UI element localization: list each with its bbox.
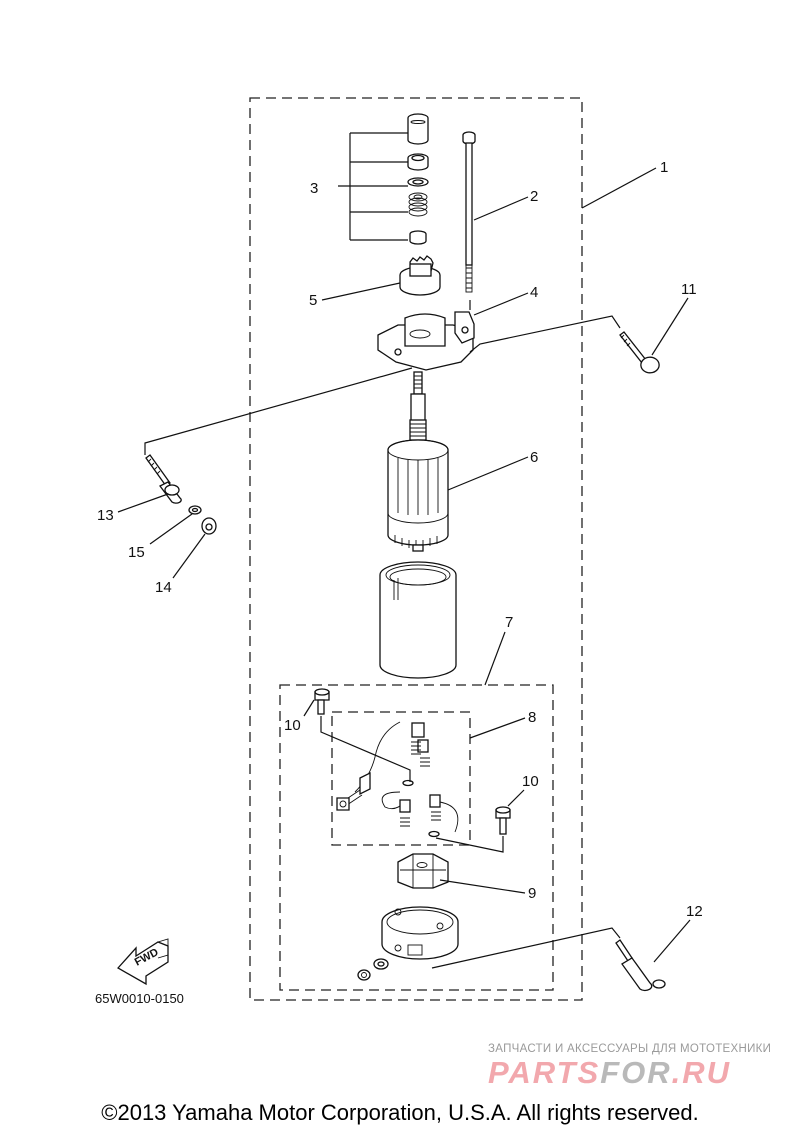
callout-10-upper: 10 [284,699,315,734]
callout-11: 11 [651,281,697,356]
callout-15: 15 [128,513,193,561]
part-10-screw-upper[interactable] [314,688,411,782]
part-6-armature[interactable] [387,371,449,552]
svg-text:2: 2 [530,188,538,205]
svg-text:4: 4 [530,284,538,301]
watermark-tagline: ЗАПЧАСТИ И АКСЕССУАРЫ ДЛЯ МОТОТЕХНИКИ [488,1043,772,1055]
part-2-through-bolt[interactable] [462,131,476,310]
callout-13: 13 [97,493,169,524]
svg-text:11: 11 [681,281,697,298]
fwd-arrow-icon: FWD [116,938,169,986]
watermark-logo-parts: PARTS [488,1055,601,1090]
svg-text:12: 12 [686,903,703,920]
part-12-bolt[interactable] [431,927,666,992]
svg-text:13: 13 [97,507,114,524]
svg-text:10: 10 [284,717,301,734]
drawing-code: 65W0010-0150 [95,991,184,1006]
watermark-logo-for: FOR [600,1055,672,1090]
part-14-nut[interactable] [201,517,217,535]
part-8-brush-set[interactable] [336,721,459,838]
callout-2: 2 [473,188,538,221]
part-10-screw-lower[interactable] [435,806,511,853]
callout-14: 14 [155,533,206,596]
callout-10-lower: 10 [507,773,539,807]
watermark-logo-ru: .RU [671,1055,732,1090]
assembly-boundary-7 [279,684,554,991]
part-yoke[interactable] [379,561,457,679]
part-4-bracket[interactable] [377,311,475,371]
callout-5: 5 [309,282,401,309]
svg-text:10: 10 [522,773,539,790]
callout-7: 7 [484,614,513,686]
callout-8: 8 [469,709,536,739]
svg-text:6: 6 [530,449,538,466]
svg-text:14: 14 [155,579,172,596]
part-end-cover[interactable] [357,906,459,981]
watermark-logo: PARTSFOR.RU [488,1055,731,1091]
part-9-brush-holder[interactable] [397,853,449,889]
part-13-stud-bolt[interactable] [144,367,413,504]
svg-text:1: 1 [660,159,668,176]
part-3-stopper-set[interactable] [338,113,429,245]
assembly-boundary-8 [331,711,471,846]
callout-12: 12 [653,903,703,963]
svg-text:8: 8 [528,709,536,726]
svg-text:7: 7 [505,614,513,631]
part-5-pinion-gear[interactable] [399,255,441,296]
assembly-boundary-1 [249,97,583,1001]
callout-3: 3 [310,180,318,197]
svg-text:3: 3 [310,180,318,197]
part-15-washer[interactable] [188,505,202,515]
callout-4: 4 [473,284,538,316]
svg-text:15: 15 [128,544,145,561]
copyright-footer: ©2013 Yamaha Motor Corporation, U.S.A. A… [101,1100,699,1125]
callout-9: 9 [439,879,536,902]
callout-6: 6 [447,449,538,491]
svg-text:5: 5 [309,292,317,309]
callout-1: 1 [581,159,668,209]
part-11-bolt[interactable] [469,315,660,374]
svg-text:9: 9 [528,885,536,902]
